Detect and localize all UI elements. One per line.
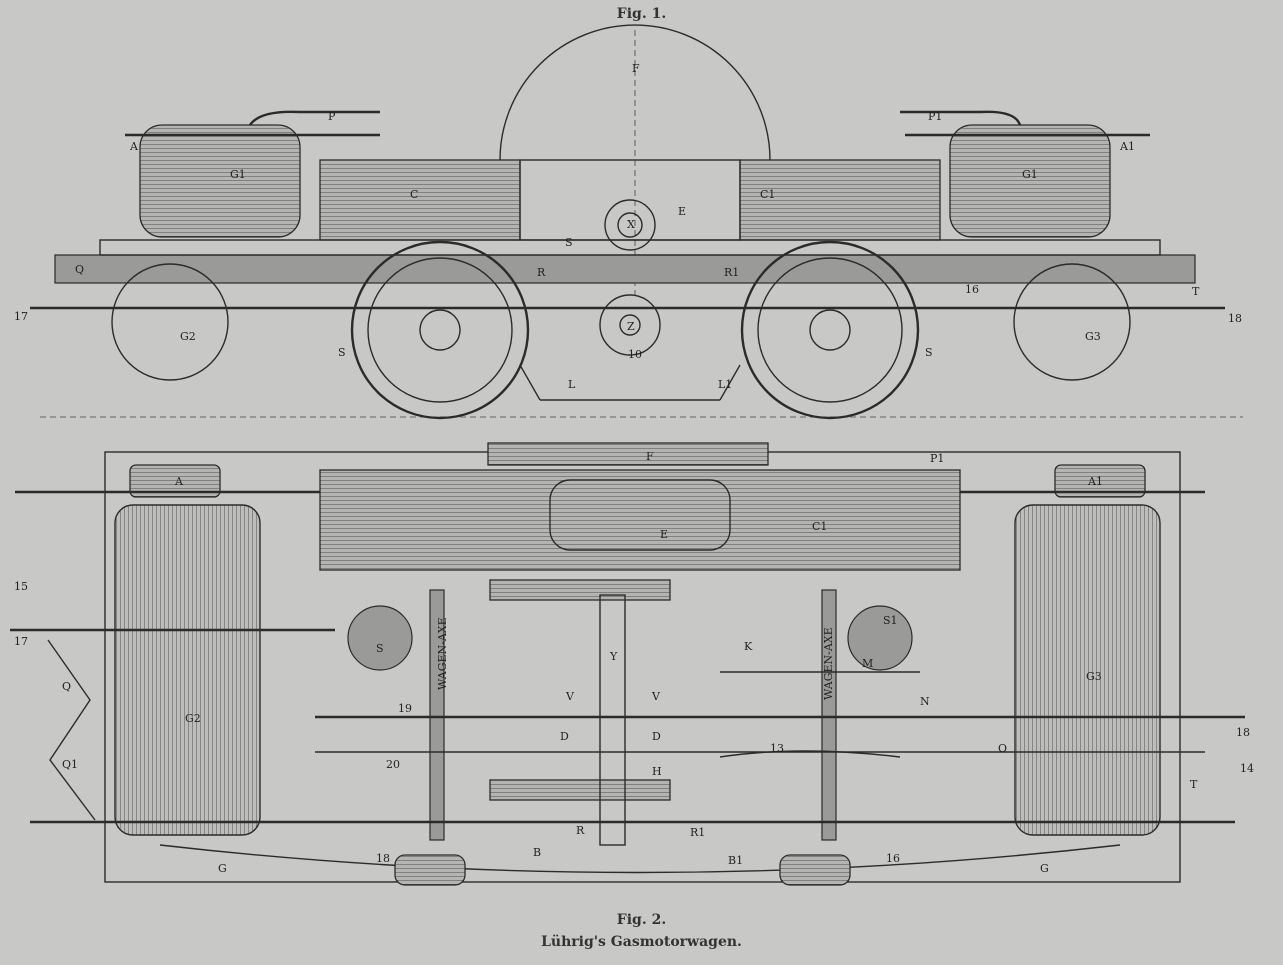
label: S <box>565 236 573 249</box>
label: V <box>651 690 661 703</box>
label: M <box>862 657 873 670</box>
label: G <box>1040 862 1049 875</box>
label: Q1 <box>62 758 78 771</box>
label: H <box>652 765 662 778</box>
label: P1 <box>928 110 942 123</box>
label: C <box>410 188 418 201</box>
label: 18 <box>376 852 390 865</box>
label: N <box>920 695 930 708</box>
label: R <box>537 266 546 279</box>
label: P <box>328 110 336 123</box>
label: 10 <box>628 348 642 361</box>
label: Y <box>609 650 618 663</box>
label: T <box>1192 285 1200 298</box>
label: 15 <box>14 580 28 593</box>
label: 20 <box>386 758 400 771</box>
label: WAGEN-AXE <box>822 627 835 700</box>
label: S <box>338 346 346 359</box>
label: K <box>744 640 753 653</box>
label: X <box>627 218 635 231</box>
label: WAGEN-AXE <box>436 617 449 690</box>
label: 19 <box>398 702 412 715</box>
label: Q <box>62 680 71 693</box>
label: A1 <box>1119 140 1135 153</box>
fig2-caption: Fig. 2. <box>616 912 667 928</box>
label: R1 <box>724 266 739 279</box>
label: 13 <box>770 742 784 755</box>
label: D <box>652 730 661 743</box>
label: 18 <box>1228 312 1242 325</box>
label: A1 <box>1087 475 1103 488</box>
label: L1 <box>718 378 732 391</box>
label: Z <box>627 320 635 333</box>
label: G3 <box>1086 670 1102 683</box>
fig1-labels: F A P G1 C X E C1 P1 A1 G1 Q R R1 S S S … <box>14 62 1242 391</box>
label: E <box>660 528 668 541</box>
label: A <box>129 140 139 153</box>
label: R <box>576 824 585 837</box>
fig2-plan-view <box>10 442 1245 886</box>
label: Q <box>75 263 84 276</box>
label: O <box>998 742 1007 755</box>
figure-title: Lührig's Gasmotorwagen. <box>541 934 742 950</box>
fig2-labels: A F P1 A1 E C1 15 17 S S1 WAGEN-AXE WAGE… <box>14 450 1254 875</box>
label: 16 <box>886 852 900 865</box>
label: F <box>646 450 654 463</box>
label: S1 <box>883 614 898 627</box>
label: E <box>678 205 686 218</box>
label: G2 <box>185 712 201 725</box>
label: G1 <box>1022 168 1038 181</box>
label: D <box>560 730 569 743</box>
label: G1 <box>230 168 246 181</box>
label: G2 <box>180 330 196 343</box>
label: P1 <box>930 452 944 465</box>
label: 17 <box>14 310 28 323</box>
label: A <box>174 475 184 488</box>
label: 16 <box>965 283 979 296</box>
label: T <box>1190 778 1198 791</box>
label: F <box>632 62 640 75</box>
label: C1 <box>812 520 827 533</box>
fig1-caption: Fig. 1. <box>616 6 667 22</box>
label: 18 <box>1236 726 1250 739</box>
label: S <box>925 346 933 359</box>
label: L <box>568 378 576 391</box>
label: C1 <box>760 188 775 201</box>
label: G3 <box>1085 330 1101 343</box>
label: 17 <box>14 635 28 648</box>
label: S <box>376 642 384 655</box>
label: 14 <box>1240 762 1254 775</box>
label: G <box>218 862 227 875</box>
label: B1 <box>728 854 743 867</box>
label: B <box>533 846 541 859</box>
label: R1 <box>690 826 705 839</box>
fig1-side-elevation <box>30 24 1243 420</box>
label: V <box>565 690 575 703</box>
